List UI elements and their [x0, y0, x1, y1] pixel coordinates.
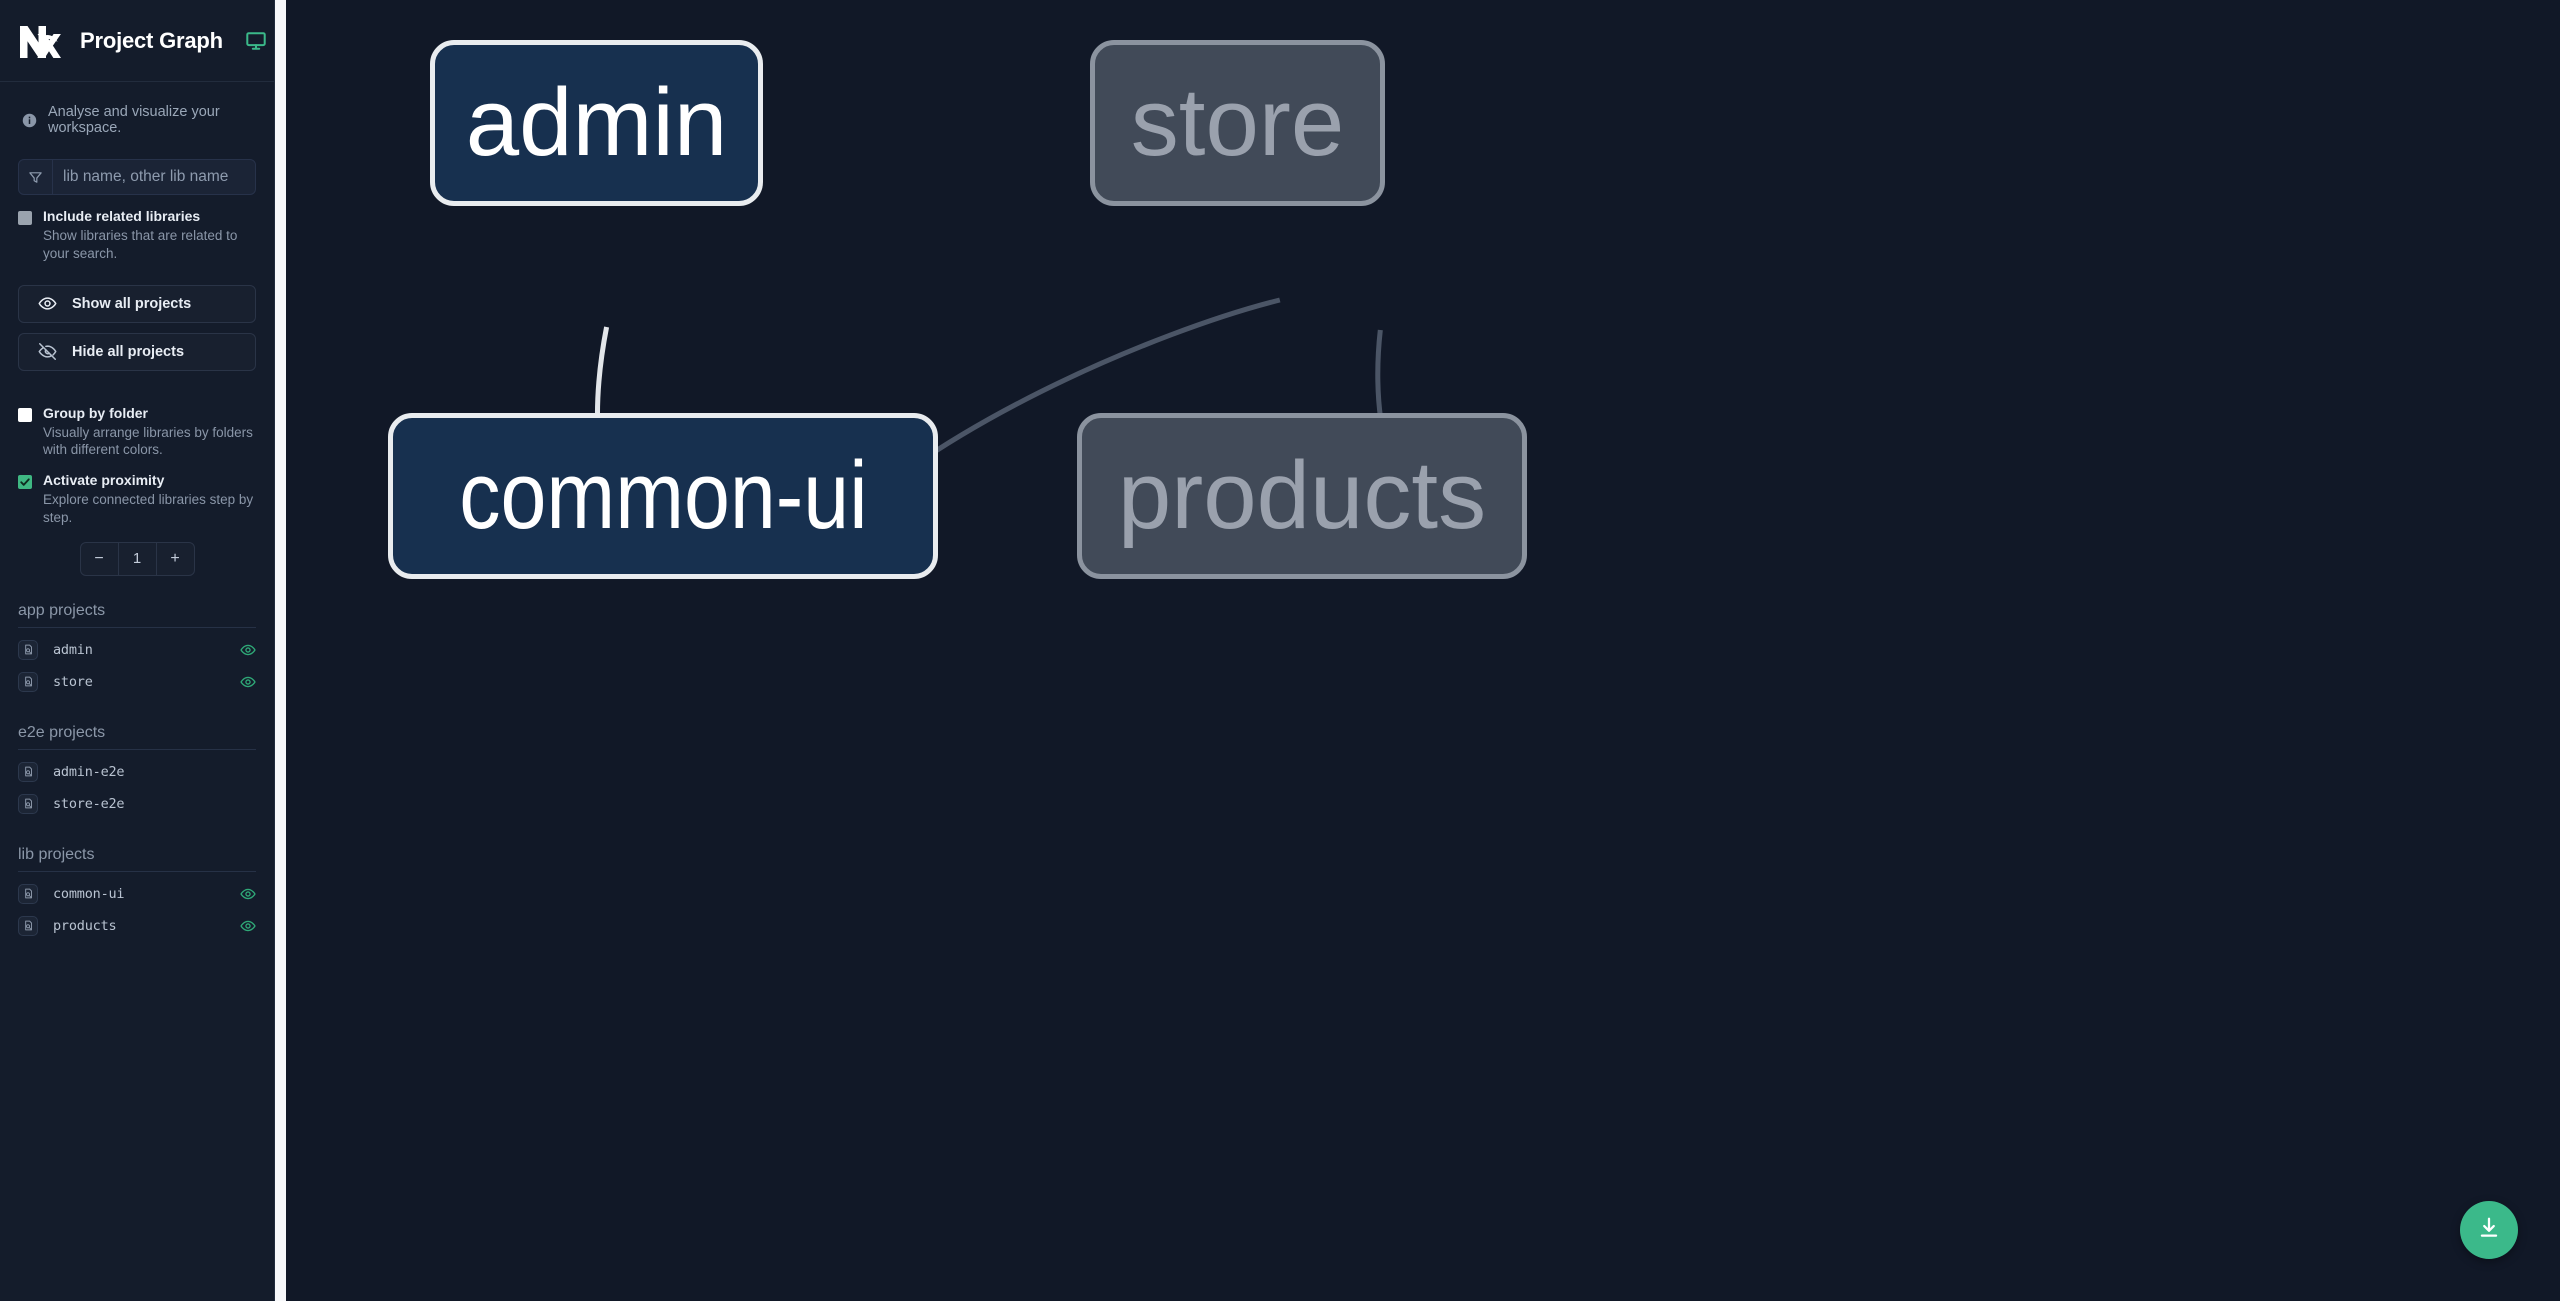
hide-all-projects-button[interactable]: Hide all projects [18, 332, 256, 371]
show-all-projects-button[interactable]: Show all projects [18, 284, 256, 323]
project-name: common-ui [53, 885, 125, 902]
toggle-label: Group by folder [43, 404, 148, 421]
activate-proximity-checkbox[interactable] [18, 475, 32, 490]
project-group-lib: lib projects common-ui [0, 846, 274, 942]
info-icon [22, 113, 37, 128]
project-icon [18, 793, 38, 814]
monitor-icon[interactable] [245, 30, 267, 52]
project-visibility-placeholder [240, 796, 256, 812]
toggle-description: Visually arrange libraries by folders wi… [43, 424, 253, 458]
hide-all-projects-label: Hide all projects [72, 343, 185, 360]
graph-node-label: store [1130, 69, 1345, 176]
workspace-subtitle-row: Analyse and visualize your workspace. [0, 82, 274, 136]
download-icon [2476, 1215, 2502, 1246]
graph-node-store[interactable]: store [1090, 40, 1385, 206]
project-name: store [53, 673, 93, 690]
proximity-value: 1 [117, 542, 157, 575]
group-heading: e2e projects [18, 723, 106, 741]
sidebar-subtitle: Analyse and visualize your workspace. [48, 104, 220, 136]
filter-funnel-icon [19, 160, 53, 194]
graph-canvas[interactable]: admin store common-ui products [275, 0, 2560, 1301]
group-divider [18, 870, 256, 872]
toggle-description: Explore connected libraries step by step… [43, 492, 254, 526]
proximity-decrement-button[interactable]: − [94, 549, 104, 567]
option-include-related-libraries[interactable]: Include related libraries Show libraries… [0, 195, 274, 263]
show-all-projects-label: Show all projects [72, 295, 192, 312]
project-visibility-eye-icon[interactable] [240, 886, 256, 902]
project-icon [18, 761, 38, 782]
project-icon [18, 639, 38, 660]
project-visibility-placeholder [240, 764, 256, 780]
toggle-label: Activate proximity [43, 472, 165, 489]
group-divider [18, 626, 256, 628]
graph-node-admin[interactable]: admin [430, 40, 763, 206]
project-row-store-e2e[interactable]: store-e2e [0, 788, 274, 820]
project-name: admin-e2e [53, 763, 125, 780]
option-label: Include related libraries [43, 208, 201, 224]
project-icon [18, 671, 38, 692]
project-icon [18, 915, 38, 936]
download-button[interactable] [2460, 1201, 2518, 1259]
graph-node-label: products [1117, 442, 1487, 549]
include-related-libraries-checkbox[interactable] [18, 211, 32, 225]
group-heading: lib projects [18, 845, 95, 863]
project-name: admin [53, 641, 93, 658]
project-row-store[interactable]: store [0, 666, 274, 698]
project-icon [18, 883, 38, 904]
project-name: store-e2e [53, 795, 125, 812]
graph-node-label: common-ui [458, 442, 868, 549]
eye-icon [38, 294, 57, 313]
proximity-stepper[interactable]: − 1 + [79, 541, 195, 576]
graph-node-common-ui[interactable]: common-ui [388, 413, 938, 579]
graph-node-label: admin [465, 69, 728, 176]
project-row-common-ui[interactable]: common-ui [0, 878, 274, 910]
sidebar: Project Graph Analyse and visualize your… [0, 0, 275, 1301]
project-row-admin[interactable]: admin [0, 634, 274, 666]
nx-logo [18, 22, 64, 60]
project-visibility-eye-icon[interactable] [240, 642, 256, 658]
search-input[interactable] [53, 160, 255, 194]
sidebar-header: Project Graph [0, 0, 274, 82]
project-visibility-eye-icon[interactable] [240, 674, 256, 690]
search-filter[interactable] [18, 159, 256, 195]
toggle-activate-proximity[interactable]: Activate proximity Explore connected lib… [0, 459, 274, 527]
option-description: Show libraries that are related to your … [43, 228, 238, 261]
proximity-increment-button[interactable]: + [170, 549, 180, 567]
project-visibility-eye-icon[interactable] [240, 918, 256, 934]
sidebar-resize-divider[interactable] [275, 0, 286, 1301]
project-group-app: app projects admin [0, 602, 274, 698]
eye-off-icon [38, 342, 57, 361]
project-group-e2e: e2e projects admin-e2e store-e2e [0, 724, 274, 820]
group-by-folder-checkbox[interactable] [18, 407, 32, 422]
group-divider [18, 748, 256, 750]
project-row-admin-e2e[interactable]: admin-e2e [0, 756, 274, 788]
group-heading: app projects [18, 601, 106, 619]
project-row-products[interactable]: products [0, 910, 274, 942]
toggle-group-by-folder[interactable]: Group by folder Visually arrange librari… [0, 392, 274, 460]
graph-node-products[interactable]: products [1077, 413, 1527, 579]
page-title: Project Graph [80, 27, 223, 53]
project-name: products [53, 917, 117, 934]
